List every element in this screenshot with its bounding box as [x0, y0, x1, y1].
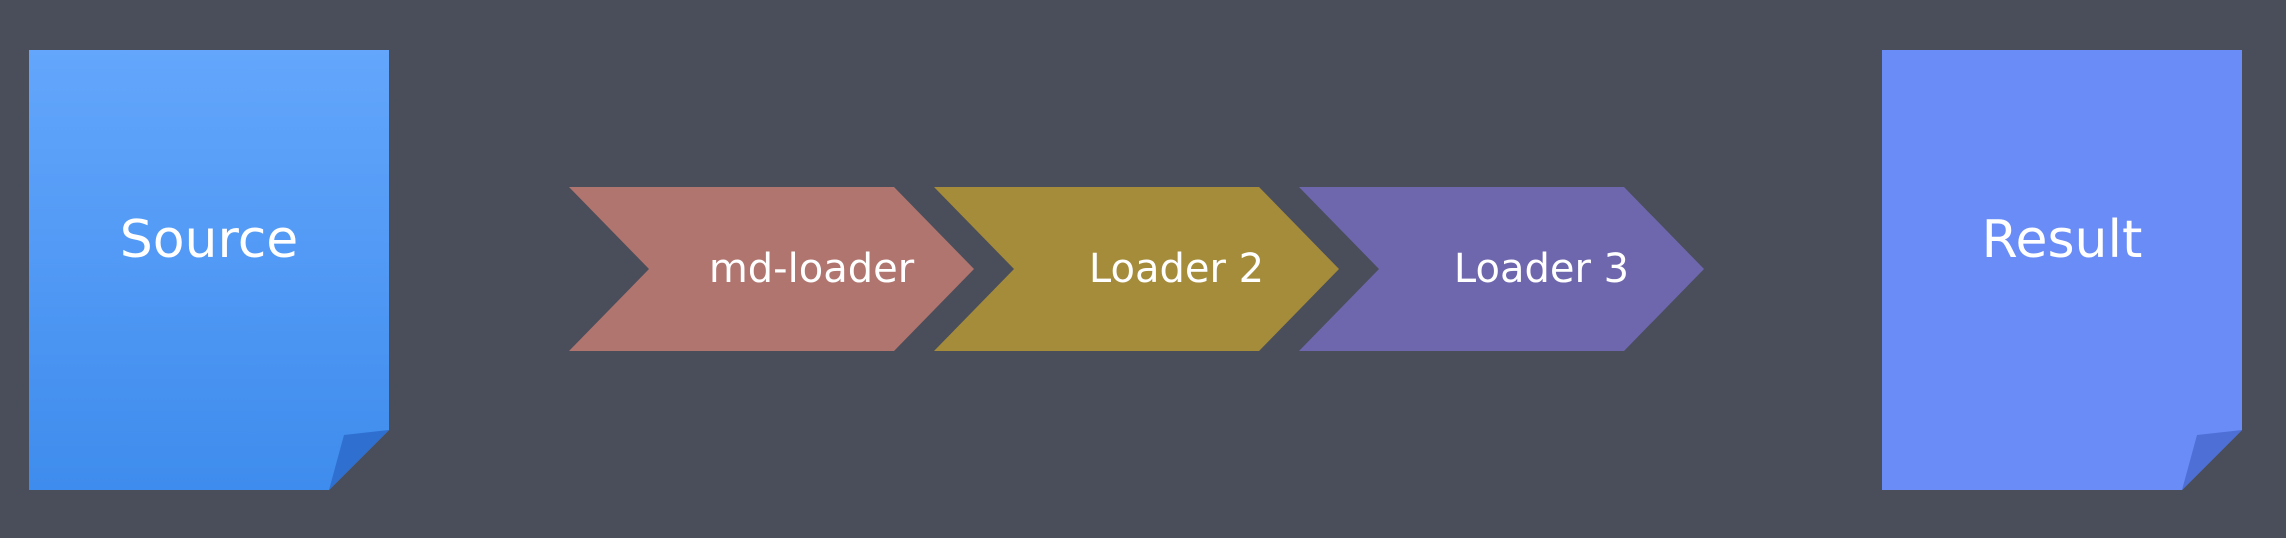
loader-label: Loader 2 — [1088, 246, 1265, 292]
result-document-shape — [1882, 50, 2242, 490]
chevron-shape — [569, 187, 974, 351]
chevron-shape — [1299, 187, 1704, 351]
source-label: Source — [119, 210, 299, 270]
loader-label: Loader 3 — [1453, 246, 1630, 292]
loader-stage-loader-3: Loader 3 — [1299, 187, 1704, 351]
loader-stage-loader-2: Loader 2 — [934, 187, 1339, 351]
source-document: Source — [29, 50, 389, 490]
chevron-shape — [934, 187, 1339, 351]
source-document-shape — [29, 50, 389, 490]
loader-label: md-loader — [708, 246, 915, 292]
loader-stage-md-loader: md-loader — [569, 187, 974, 351]
result-document: Result — [1882, 50, 2242, 490]
result-label: Result — [1981, 210, 2143, 270]
